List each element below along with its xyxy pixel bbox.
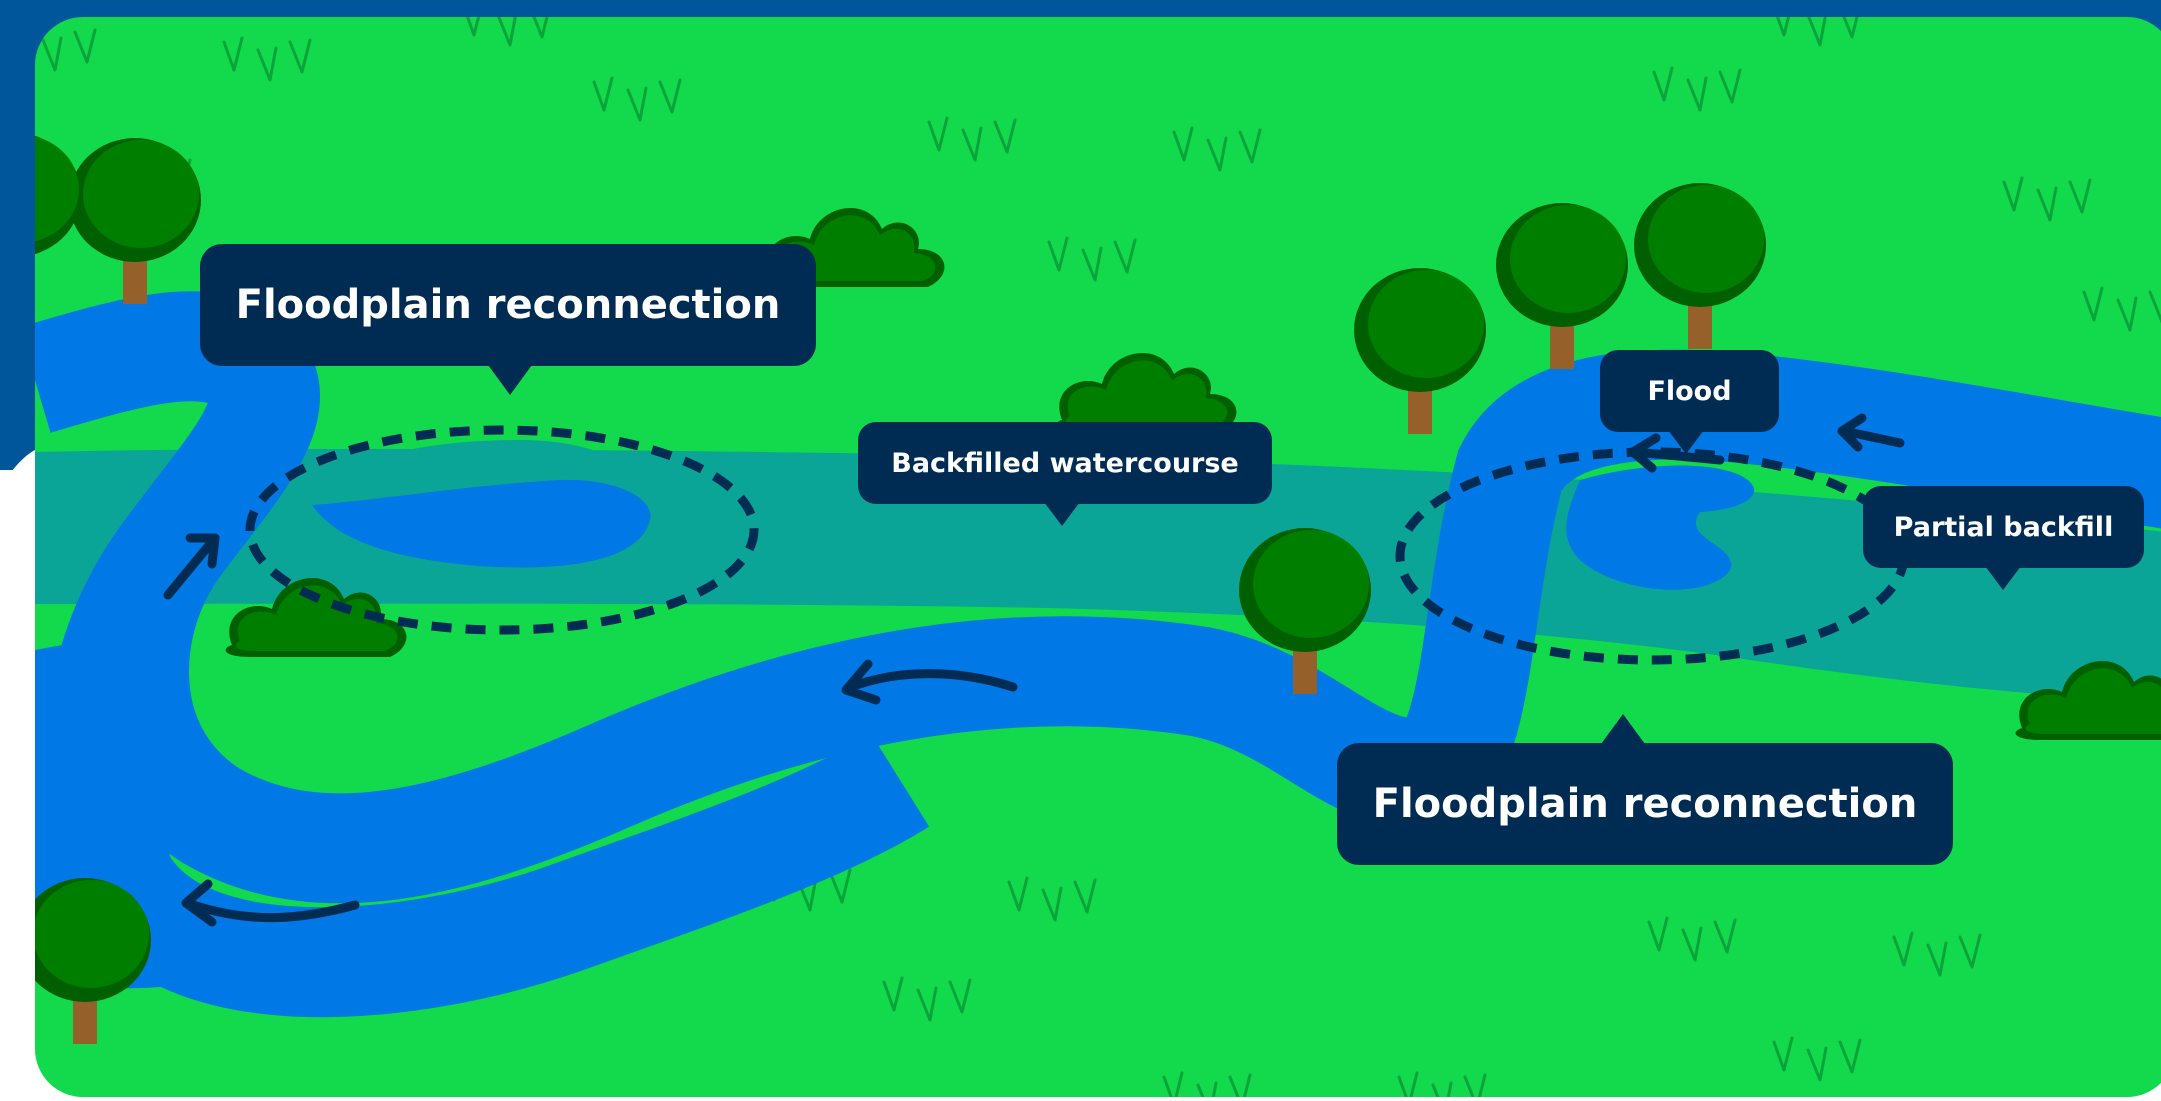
label-floodplain-reconnection-bottom: Floodplain reconnection [1337,714,1953,865]
label-pointer [488,365,532,395]
label-pointer [1601,714,1645,744]
flow-arrow-icon [841,659,1018,705]
label-text: Floodplain reconnection [235,282,781,328]
partial-backfill-channel [1566,465,1755,590]
label-pointer [1044,502,1080,526]
label-text: Backfilled watercourse [891,447,1239,479]
label-partial-backfill: Partial backfill [1863,486,2144,590]
label-backfilled-watercourse: Backfilled watercourse [858,422,1272,526]
flow-arrow-icon [181,879,360,927]
white-bottom-strip [0,1097,2161,1101]
flow-arrows [163,413,1905,927]
reconnection-area-left [245,425,759,635]
flow-arrow-icon [1837,413,1905,452]
label-text: Floodplain reconnection [1372,781,1918,827]
label-pointer [1668,430,1704,454]
flow-arrow-icon [1628,433,1725,473]
label-flood: Flood [1600,350,1779,454]
label-pointer [1985,566,2021,590]
label-text: Flood [1647,375,1732,407]
label-text: Partial backfill [1893,511,2114,543]
lower-river [44,510,930,1018]
oxbow-water [312,479,651,568]
label-floodplain-reconnection-top: Floodplain reconnection [200,244,816,395]
flow-arrow-icon [163,533,220,600]
white-corner [0,450,35,1101]
